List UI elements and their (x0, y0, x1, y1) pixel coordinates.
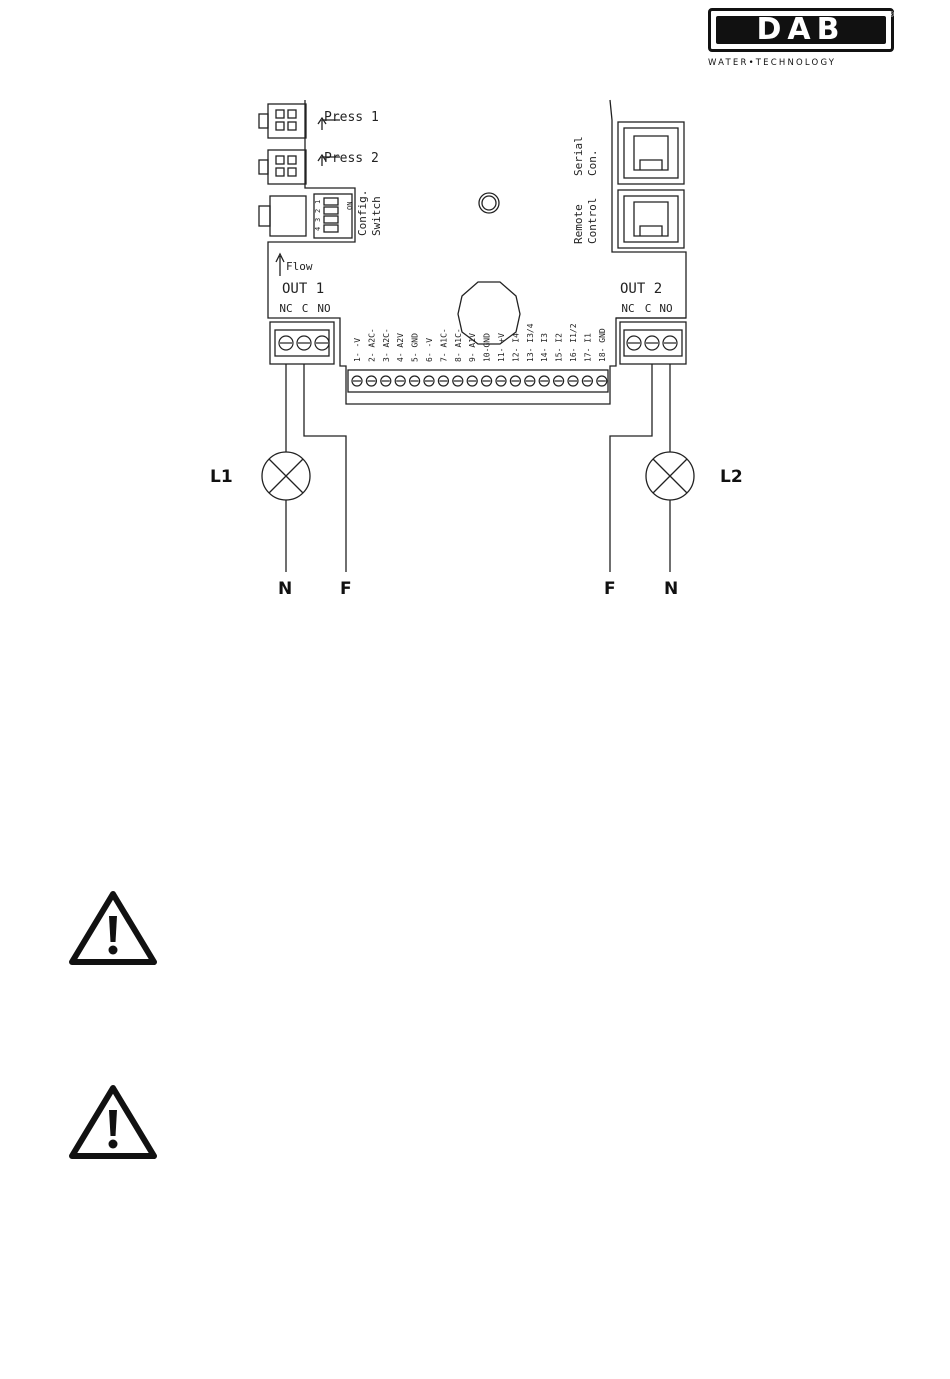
terminal-label: 11- +V (497, 333, 506, 362)
terminal-label: 5- GND (411, 333, 420, 362)
terminal-label: 7- A1C- (439, 328, 448, 362)
phase-label-left: F (340, 579, 352, 599)
press1-connector (268, 104, 306, 138)
dip-num-4: 4 (314, 227, 322, 231)
terminal-label: 3- A2C- (382, 328, 391, 362)
lamp2-label: L2 (720, 467, 743, 487)
press1-label: Press 1 (324, 110, 379, 125)
serial-label-2: Con. (586, 150, 599, 177)
remote-label-1: Remote (572, 204, 585, 244)
out1-contact-label: NC (279, 302, 292, 315)
out1-label: OUT 1 (282, 281, 324, 297)
lamp1-label: L1 (210, 467, 233, 487)
terminal-label: 18- GND (598, 328, 607, 362)
terminal-label: 1- -V (353, 338, 362, 362)
remote-label-2: Control (586, 198, 599, 244)
flow-label: Flow (286, 260, 313, 273)
terminal-label: 4- A2V (396, 333, 405, 362)
phase-label-right: F (604, 579, 616, 599)
out2-contact-label: NO (659, 302, 672, 315)
warning-triangle-icon (68, 888, 158, 966)
config-label-1: Config. (356, 190, 369, 236)
terminal-label: 17- I1 (583, 333, 592, 362)
terminal-label: 2- A2C- (367, 328, 376, 362)
out1-contact-label: NO (317, 302, 330, 315)
dip-num-1: 1 (314, 200, 322, 204)
neutral-label-left: N (278, 579, 292, 599)
flow-connector (270, 196, 306, 236)
out2-contact-label: NC (621, 302, 634, 315)
terminal-label: 9- A1V (468, 333, 477, 362)
config-label-2: Switch (370, 196, 383, 236)
neutral-label-right: N (664, 579, 678, 599)
wire-out1-c-phase (304, 364, 346, 572)
press2-label: Press 2 (324, 151, 379, 166)
terminal-label: 6- -V (425, 338, 434, 362)
wire-out2-c-phase (610, 364, 652, 572)
terminal-label: 16- I1/2 (569, 323, 578, 362)
terminal-label: 12- I4 (511, 333, 520, 362)
terminal-label: 14- I3 (540, 333, 549, 362)
dip-on-label: ON (346, 202, 354, 210)
serial-con-port (618, 122, 684, 184)
terminal-label: 8- A1C- (454, 328, 463, 362)
remote-control-port (618, 190, 684, 248)
terminal-label: 10-GND (483, 333, 492, 362)
warning-triangle-icon (68, 1082, 158, 1160)
out2-label: OUT 2 (620, 281, 662, 297)
out1-contact-label: C (302, 302, 309, 315)
terminal-label: 13- I3/4 (526, 323, 535, 362)
serial-label-1: Serial (572, 136, 585, 176)
terminal-label: 15- I2 (555, 333, 564, 362)
out2-contact-label: C (645, 302, 652, 315)
press2-connector (268, 150, 306, 184)
dip-num-3: 3 (314, 218, 322, 222)
dip-num-2: 2 (314, 209, 322, 213)
